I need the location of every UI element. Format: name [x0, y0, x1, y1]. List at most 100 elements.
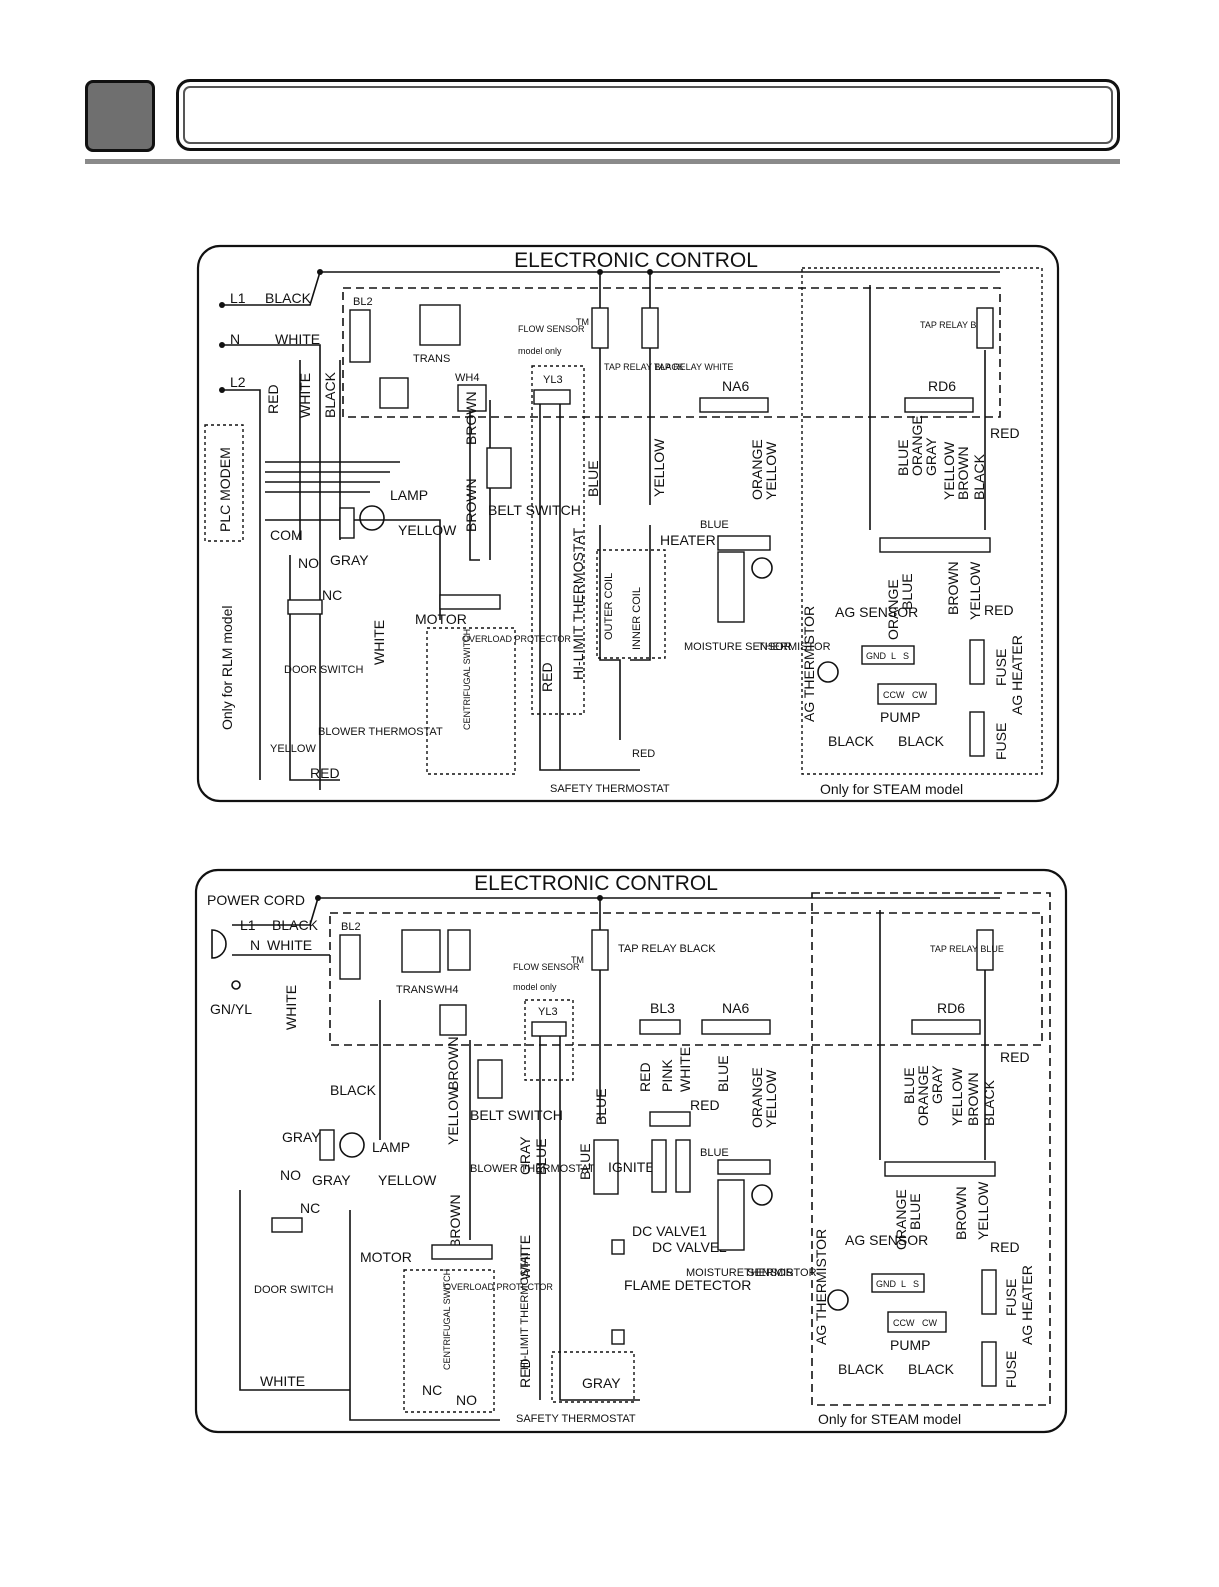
bottom-yellow-lamp: YELLOW: [378, 1172, 437, 1188]
bottom-bl3-label: BL3: [650, 1000, 675, 1016]
top-red-safety: RED: [632, 748, 655, 760]
top-cw: CW: [912, 690, 927, 700]
top-brown-2: BROWN: [463, 478, 479, 532]
bottom-ag-thermistor: AG THERMISTOR: [813, 1229, 829, 1345]
bottom-blue-na6-2: BLUE: [700, 1147, 729, 1159]
top-inner-coil: INNER COIL: [631, 587, 643, 650]
top-door-switch: DOOR SWITCH: [284, 664, 363, 676]
top-lamp-icon: [359, 505, 385, 531]
bottom-n: N: [250, 937, 260, 953]
bottom-yellow-belt: YELLOW: [445, 1086, 461, 1145]
top-orange-rd6: ORANGE: [909, 415, 925, 476]
bottom-orange-rd6: ORANGE: [915, 1065, 931, 1126]
top-blue-low: BLUE: [899, 573, 915, 610]
bottom-thermistor: THERMISTOR: [744, 1267, 817, 1279]
bottom-igniter-box: [593, 1139, 619, 1195]
top-modem-wires: [265, 360, 400, 540]
bottom-fuse-label-1: FUSE: [1003, 1279, 1019, 1316]
bottom-ag-sensor-box: [871, 1273, 925, 1293]
top-n-white: WHITE: [275, 331, 320, 347]
bottom-brown-2: BROWN: [447, 1194, 463, 1248]
bottom-yellow-na6: YELLOW: [763, 1069, 779, 1128]
bottom-igniter: IGNITER: [608, 1159, 665, 1175]
bottom-thermistor-icon: [751, 1184, 773, 1206]
top-overload: OVERLOAD PROTECTOR: [462, 634, 571, 644]
bottom-na6-label: NA6: [722, 1000, 749, 1016]
bottom-wh4-label: WH4: [434, 984, 458, 996]
top-l: L: [891, 651, 896, 661]
bottom-steam-area: [811, 892, 1051, 1406]
top-heater-area: [596, 549, 666, 659]
top-l1: L1: [230, 290, 246, 306]
bottom-blue-igniter: BLUE: [577, 1143, 593, 1180]
top-blue-na6: BLUE: [700, 519, 729, 531]
top-gray-rd6: GRAY: [923, 437, 939, 476]
bottom-blue-rd6: BLUE: [901, 1067, 917, 1104]
bottom-l1: L1: [240, 917, 256, 933]
top-ag-heater: AG HEATER: [1009, 635, 1025, 715]
bottom-flame-detector: FLAME DETECTOR: [624, 1277, 751, 1293]
top-moisture-connector: [717, 535, 771, 551]
bottom-control-board: [329, 912, 1043, 1046]
bottom-steam-connector: [884, 1161, 996, 1177]
bottom-flame-bottom: [611, 1329, 625, 1345]
bottom-bl2-connector: [339, 934, 361, 980]
top-red-vert: RED: [265, 384, 281, 414]
bottom-ground-icon: [231, 980, 241, 990]
top-na6-label: NA6: [722, 378, 749, 394]
bottom-gray-2: GRAY: [312, 1172, 351, 1188]
top-plc-modem: PLC MODEM: [217, 447, 233, 532]
top-hi-limit: HI-LIMIT THERMOSTAT: [570, 527, 586, 680]
bottom-trans-label: TRANS: [396, 984, 433, 996]
diagram-top-frame: [196, 244, 1060, 803]
section-number-box: [85, 80, 155, 152]
top-bl2-label: BL2: [353, 296, 373, 308]
bottom-brown-rd6: BROWN: [965, 1072, 981, 1126]
top-black-vert: BLACK: [322, 371, 338, 418]
bottom-flow-sensor: FLOW SENSOR: [513, 962, 580, 972]
bottom-red-bl3: RED: [637, 1062, 653, 1092]
bottom-pump: PUMP: [890, 1337, 930, 1353]
top-ag-sensor: AG SENSOR: [835, 604, 918, 620]
top-centrifugal: CENTRIFUGAL SWITCH: [462, 629, 472, 730]
top-tap-relay-black: TAP RELAY BLACK: [604, 362, 684, 372]
top-yellow-rd6: YELLOW: [941, 441, 957, 500]
bottom-tap-relay-blue-box: [976, 929, 994, 971]
top-black-steam-2: BLACK: [898, 733, 945, 749]
bottom-blue-low: BLUE: [907, 1193, 923, 1230]
bottom-ccw: CCW: [893, 1318, 915, 1328]
top-white-vert: WHITE: [297, 373, 313, 418]
top-modem-plug: [379, 377, 409, 409]
top-rlm-note: Only for RLM model: [219, 606, 235, 730]
top-flow-sensor: FLOW SENSOR: [518, 324, 585, 334]
diagram-top: ELECTRONIC CONTROL L1 BLACK N WHITE L2 R…: [196, 244, 1060, 803]
bottom-power-cord: POWER CORD: [207, 892, 305, 908]
top-l2: L2: [230, 374, 246, 390]
bottom-red-hilimit: RED: [517, 1358, 533, 1388]
top-brown-1: BROWN: [463, 391, 479, 445]
top-fuse-label-1: FUSE: [993, 649, 1009, 686]
bottom-tap-relay-black-box: [591, 929, 609, 971]
bottom-ag-heater: AG HEATER: [1019, 1265, 1035, 1345]
top-l1-black: BLACK: [265, 290, 312, 306]
bottom-door-switch-box: [271, 1217, 303, 1233]
top-yellow: YELLOW: [398, 522, 457, 538]
bottom-orange-na6: ORANGE: [749, 1067, 765, 1128]
top-thermistor-icon: [751, 557, 773, 579]
top-com: COM: [270, 527, 303, 543]
bottom-blower: BLOWER THERMOSTAT: [470, 1163, 595, 1175]
top-blue-tap: BLUE: [585, 460, 601, 497]
top-flow-tm: TM: [576, 317, 589, 327]
bottom-tap-relay-black: TAP RELAY BLACK: [618, 943, 716, 955]
top-black-steam-1: BLACK: [828, 733, 875, 749]
top-rd6-label: RD6: [928, 378, 956, 394]
top-nc: NC: [322, 587, 342, 603]
top-safety-thermostat: SAFETY THERMOSTAT: [550, 783, 670, 795]
top-moisture-sensor: MOISTURE SENSOR: [684, 641, 792, 653]
bottom-lamp: LAMP: [372, 1139, 410, 1155]
top-ag-thermistor-icon: [817, 661, 839, 683]
bottom-blue-tap: BLUE: [593, 1088, 609, 1125]
top-brown-rd6: BROWN: [955, 446, 971, 500]
bottom-power-plug-icon: [211, 929, 227, 959]
